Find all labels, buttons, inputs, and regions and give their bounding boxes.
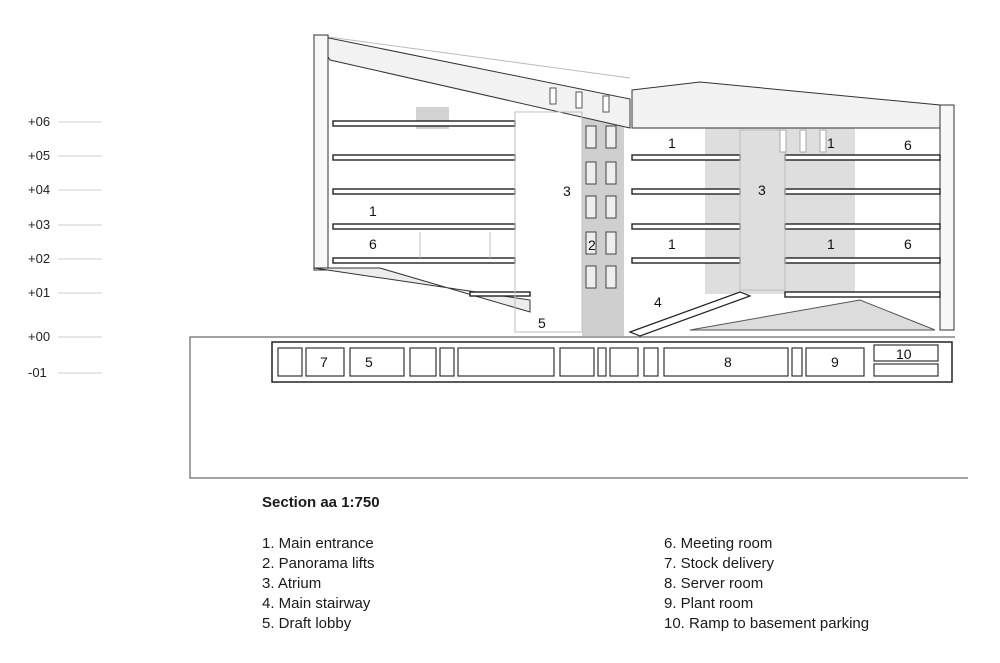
- level-guide-lines: [58, 121, 102, 374]
- legend-right: 6. Meeting room 7. Stock delivery 8. Ser…: [664, 534, 869, 634]
- right-facade: [939, 104, 955, 331]
- right-roof: [631, 81, 941, 129]
- left-facade: [313, 34, 329, 271]
- level-label-00: +00: [28, 329, 50, 344]
- tag-draft-lobby-basement: 5: [365, 354, 373, 370]
- level-label-02: +02: [28, 251, 50, 266]
- tag-atrium-right: 3: [758, 182, 766, 198]
- tag-meeting-room-r2: 6: [904, 236, 912, 252]
- room-tags: 1 6 3 2 4 5 1 1 6 3 1 1 6 7 5 8 9 10: [320, 135, 912, 370]
- right-floor-slabs: [469, 154, 941, 298]
- main-stair: [628, 291, 752, 337]
- tag-draft-lobby: 5: [538, 315, 546, 331]
- tag-main-entrance-left: 1: [369, 203, 377, 219]
- legend-item: 2. Panorama lifts: [262, 555, 375, 572]
- legend-item: 7. Stock delivery: [664, 555, 775, 572]
- tag-ramp-parking: 10: [896, 346, 912, 362]
- tag-meeting-room-left: 6: [369, 236, 377, 252]
- drawing-caption: Section aa 1:750: [262, 494, 380, 511]
- legend-item: 1. Main entrance: [262, 535, 374, 552]
- lift-shaft: [582, 118, 624, 336]
- legend-item: 4. Main stairway: [262, 595, 371, 612]
- level-labels: +06 +05 +04 +03 +02 +01 +00 -01: [28, 114, 50, 380]
- legend-item: 3. Atrium: [262, 575, 322, 592]
- entrance-canopy: [689, 299, 936, 331]
- tag-stock-delivery: 7: [320, 354, 328, 370]
- legend-left: 1. Main entrance 2. Panorama lifts 3. At…: [262, 534, 375, 634]
- level-label-04: +04: [28, 182, 50, 197]
- left-roof: [312, 34, 631, 129]
- tag-meeting-room-r1: 6: [904, 137, 912, 153]
- tag-panorama-lifts: 2: [588, 237, 596, 253]
- tag-main-stairway: 4: [654, 294, 662, 310]
- tag-atrium-left: 3: [563, 183, 571, 199]
- legend-item: 6. Meeting room: [664, 535, 773, 552]
- legend-item: 10. Ramp to basement parking: [664, 615, 870, 632]
- tag-main-entrance-r4: 1: [827, 236, 835, 252]
- legend-item: 9. Plant room: [664, 595, 754, 612]
- tag-main-entrance-r2: 1: [827, 135, 835, 151]
- grey-zone-right: [705, 126, 855, 294]
- tag-server-room: 8: [724, 354, 732, 370]
- tag-plant-room: 9: [831, 354, 839, 370]
- left-underside: [313, 267, 531, 313]
- tag-main-entrance-r3: 1: [668, 236, 676, 252]
- legend-item: 8. Server room: [664, 575, 764, 592]
- level-label-05: +05: [28, 148, 50, 163]
- building-section: [312, 34, 955, 337]
- level-label-minus-01: -01: [28, 365, 47, 380]
- ground-outline: [189, 336, 968, 479]
- level-label-01: +01: [28, 285, 50, 300]
- left-floor-slabs: [332, 120, 516, 264]
- tag-main-entrance-r1: 1: [668, 135, 676, 151]
- level-label-03: +03: [28, 217, 50, 232]
- level-label-06: +06: [28, 114, 50, 129]
- basement: [271, 341, 953, 383]
- legend-item: 5. Draft lobby: [262, 615, 352, 632]
